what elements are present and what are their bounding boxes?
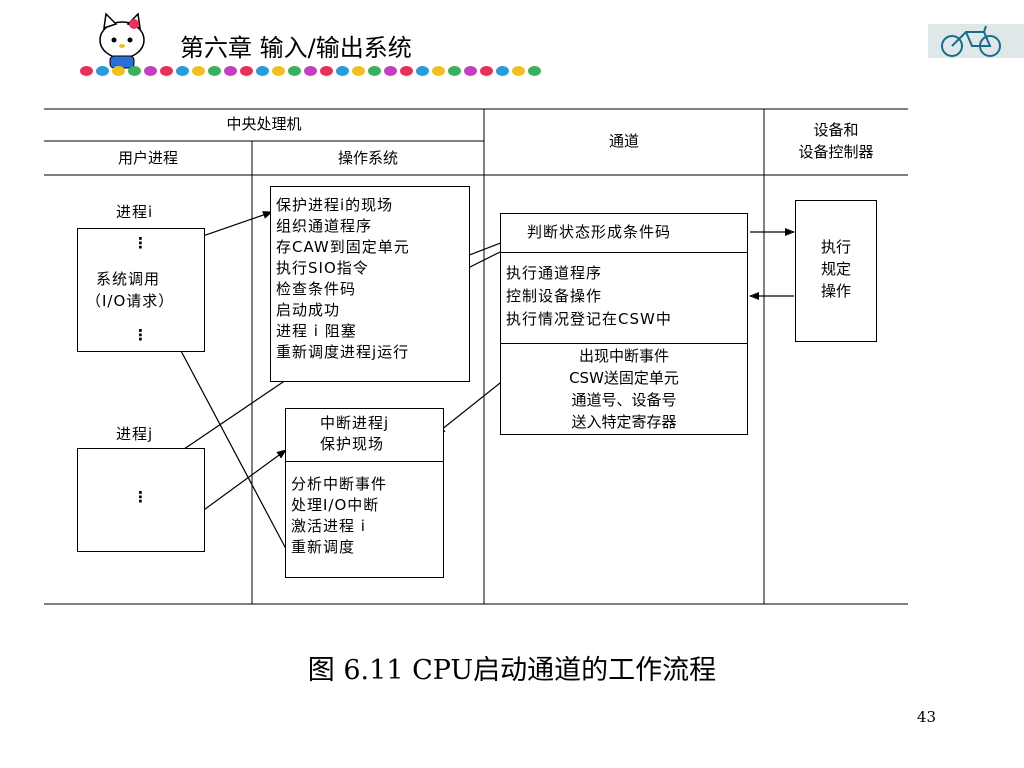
channel-exec-line-1: 执行通道程序 [506,264,603,282]
ellipsis-top: ⋮ [133,234,149,252]
handler-line-2: 处理I/O中断 [291,496,380,514]
interrupt-line-1: 中断进程j [320,414,390,432]
decorative-dot [496,66,509,76]
decorative-dot [208,66,221,76]
channel-exec-line-3: 执行情况登记在CSW中 [506,310,672,328]
decorative-dot [336,66,349,76]
os-step-6: 启动成功 [276,301,341,319]
process-i-label: 进程i [116,203,154,221]
page-title: 第六章 输入/输出系统 [180,34,412,62]
decorative-dot [304,66,317,76]
decorative-dot [480,66,493,76]
channel-int-line-4: 送入特定寄存器 [571,413,677,431]
decorative-dot [384,66,397,76]
decorative-dot [96,66,109,76]
process-j-box: ⋮ [77,448,205,552]
decorative-dot [144,66,157,76]
decorative-dot [320,66,333,76]
decorative-dot [128,66,141,76]
device-line-1: 执行 [820,238,851,256]
decorative-dot [416,66,429,76]
header-user-process: 用户进程 [117,149,178,167]
process-i-box: ⋮ 系统调用 （I/O请求） ⋮ [77,228,205,352]
channel-box-execute: 执行通道程序 控制设备操作 执行情况登记在CSW中 [500,252,748,344]
os-box-interrupt-bottom: 分析中断事件 处理I/O中断 激活进程 i 重新调度 [285,461,444,578]
handler-line-1: 分析中断事件 [291,475,388,493]
decorative-dot [352,66,365,76]
os-step-5: 检查条件码 [276,280,357,298]
decorative-dot [464,66,477,76]
os-box-start-io: 保护进程i的现场 组织通道程序 存CAW到固定单元 执行SIO指令 检查条件码 … [270,186,470,382]
syscall-label-line1: 系统调用 [96,270,161,288]
bicycle-icon [928,24,1024,58]
os-step-4: 执行SIO指令 [276,259,369,277]
decorative-dot [256,66,269,76]
interrupt-line-2: 保护现场 [320,435,385,453]
decorative-dot [288,66,301,76]
device-line-3: 操作 [820,282,851,300]
decorative-dot-strip [80,64,550,78]
os-box-interrupt-top: 中断进程j 保护现场 [285,408,444,462]
header-os: 操作系统 [337,149,398,167]
device-box: 执行 规定 操作 [795,200,877,342]
decorative-dot [448,66,461,76]
channel-condition-text: 判断状态形成条件码 [527,223,672,241]
decorative-dot [80,66,93,76]
decorative-dot [112,66,125,76]
channel-exec-line-2: 控制设备操作 [506,287,603,305]
header-channel: 通道 [608,132,639,150]
hello-kitty-icon [99,12,145,69]
os-step-8: 重新调度进程j运行 [276,343,410,361]
decorative-dot [224,66,237,76]
os-step-3: 存CAW到固定单元 [276,238,410,256]
header-cpu: 中央处理机 [226,115,302,133]
header-device-line2: 设备控制器 [798,143,874,161]
decorative-dot [512,66,525,76]
decorative-dot [528,66,541,76]
process-j-label: 进程j [116,425,154,443]
ellipsis-j: ⋮ [133,488,149,506]
figure-caption: 图 6.11 CPU启动通道的工作流程 [307,655,717,686]
header-device-line1: 设备和 [813,121,859,139]
os-step-1: 保护进程i的现场 [276,196,394,214]
decorative-dot [432,66,445,76]
device-line-2: 规定 [820,260,851,278]
channel-box-interrupt: 出现中断事件 CSW送固定单元 通道号、设备号 送入特定寄存器 [500,343,748,435]
decorative-dot [400,66,413,76]
ellipsis-bottom: ⋮ [133,326,149,344]
decorative-dot [272,66,285,76]
channel-int-line-3: 通道号、设备号 [571,391,677,409]
os-step-2: 组织通道程序 [276,217,373,235]
channel-int-line-2: CSW送固定单元 [569,369,679,387]
syscall-label-line2: （I/O请求） [86,292,175,310]
decorative-dot [176,66,189,76]
channel-box-condition: 判断状态形成条件码 [500,213,748,253]
decorative-dot [192,66,205,76]
channel-int-line-1: 出现中断事件 [578,347,669,365]
decorative-dot [368,66,381,76]
handler-line-3: 激活进程 i [291,517,366,535]
decorative-dot [160,66,173,76]
decorative-dot [240,66,253,76]
handler-line-4: 重新调度 [291,538,356,556]
page-number: 43 [916,708,936,726]
os-step-7: 进程 i 阻塞 [276,322,357,340]
